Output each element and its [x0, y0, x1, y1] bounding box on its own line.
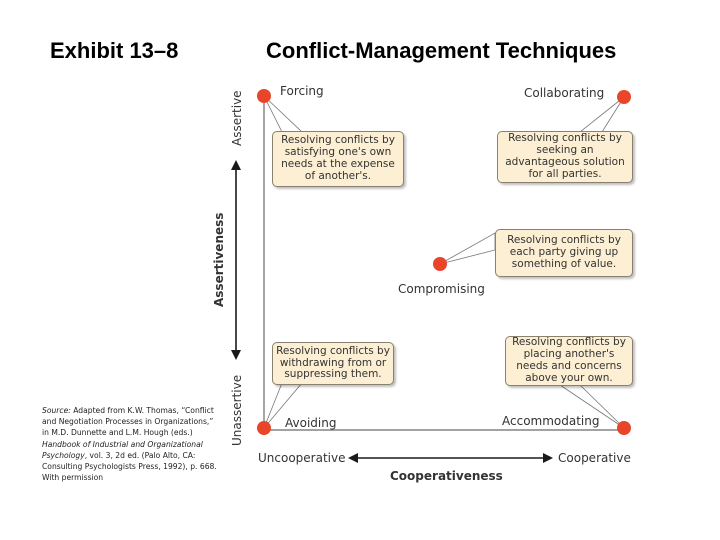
- compromising-point: [433, 257, 447, 271]
- exhibit-label: Exhibit 13–8: [50, 38, 179, 63]
- accommodating-point: [617, 421, 631, 435]
- source-citation: Source: Adapted from K.W. Thomas, “Confl…: [42, 405, 220, 483]
- avoiding-label: Avoiding: [285, 416, 336, 430]
- page-title: Conflict-Management Techniques: [266, 38, 617, 63]
- assertiveness-arrow-down-icon: [231, 350, 241, 360]
- forcing-label: Forcing: [280, 84, 324, 98]
- compromising-label: Compromising: [398, 282, 485, 296]
- x-axis-label: Cooperativeness: [390, 469, 503, 483]
- collaborating-description: Resolving conflicts by seeking an advant…: [497, 131, 633, 183]
- forcing-description: Resolving conflicts by satisfying one's …: [272, 131, 404, 187]
- source-text-2: , vol. 3, 2d ed. (Palo Alto, CA: Consult…: [42, 450, 217, 483]
- collaborating-point: [617, 90, 631, 104]
- y-bottom-label: Unassertive: [230, 375, 244, 446]
- collaborating-label: Collaborating: [524, 86, 604, 100]
- avoiding-description: Resolving conflicts by withdrawing from …: [272, 342, 394, 385]
- x-right-label: Cooperative: [558, 451, 631, 465]
- source-prefix: Source:: [42, 406, 71, 415]
- x-left-label: Uncooperative: [258, 451, 345, 465]
- accommodating-label: Accommodating: [502, 414, 600, 428]
- cooperativeness-arrow-right-icon: [543, 453, 553, 463]
- y-axis-label: Assertiveness: [212, 213, 226, 307]
- avoiding-point: [257, 421, 271, 435]
- y-top-label: Assertive: [230, 90, 244, 146]
- source-text-1: Adapted from K.W. Thomas, “Conflict and …: [42, 406, 214, 438]
- source-italic-title: Handbook of Industrial and Organizationa…: [42, 439, 203, 460]
- accommodating-description: Resolving conflicts by placing another's…: [505, 336, 633, 386]
- assertiveness-arrow-up-icon: [231, 160, 241, 170]
- cooperativeness-arrow-left-icon: [348, 453, 358, 463]
- compromising-description: Resolving conflicts by each party giving…: [495, 229, 633, 277]
- forcing-point: [257, 89, 271, 103]
